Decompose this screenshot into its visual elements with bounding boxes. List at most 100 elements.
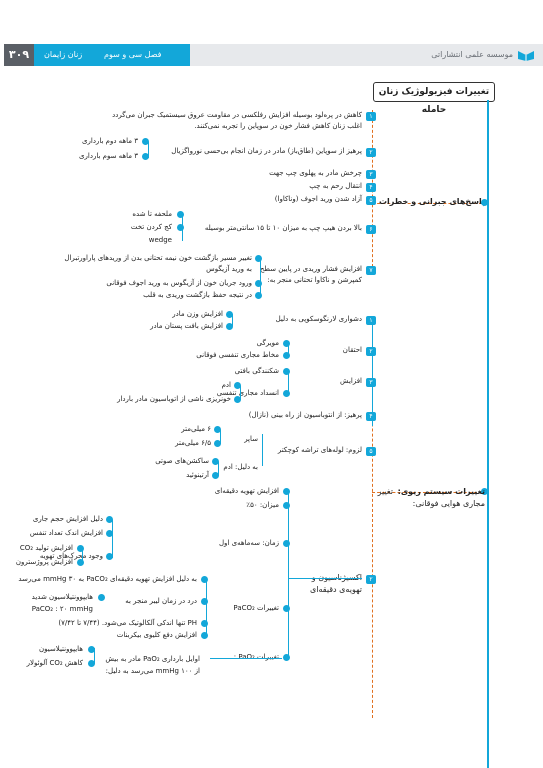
s3-item2-sub3: وجود محرک‌های تهویه — [39, 552, 103, 560]
s2-item5-sub5-dot — [212, 472, 219, 479]
section1-heading: پاسخ‌های جبرانی و خطرات — [378, 197, 485, 206]
section2-bullet — [481, 488, 488, 495]
s2-inner-connector — [372, 318, 374, 426]
s1-item4-sub2-dot — [177, 224, 184, 231]
s2-item3-badge: ۳ — [366, 378, 376, 387]
s2-item1-sub1: افزایش وزن مادر — [172, 310, 223, 318]
s3-item1-sub-dot — [283, 502, 290, 509]
s3-item1-dot — [283, 488, 290, 495]
s3-item3-sub3: PaCO₂ : ۲۰ mmHg — [31, 605, 93, 613]
s1-item4-sub1: ملحفه تا شده — [132, 210, 172, 218]
s3-item2-sub1: دلیل افزایش حجم جاری — [32, 515, 103, 523]
s1-item2-sub2-dot — [142, 153, 149, 160]
s1-item4-sub2: کج کردن تخت — [130, 223, 172, 231]
s3-badge: ۲ — [366, 575, 376, 584]
page-title: تغییرات فیزیولوژیک زنان حامله — [373, 82, 495, 115]
s1-item5-sub2-dot — [255, 280, 262, 287]
s3-item3-sub4: درد در زمان لیبر منجر به — [125, 597, 197, 605]
s3-item1-sub: میزان: ۵۰٪ — [246, 501, 279, 509]
s2-item5-sub2: ۶/۵ میلی‌متر — [175, 439, 211, 447]
s2-item5-sub1: ۶ میلی‌متر — [181, 425, 211, 433]
s2-item1-badge: ۱ — [366, 316, 376, 325]
s2-item3-sub1: شکنندگی بافتی — [234, 367, 279, 375]
s2-item5-sub-bracket1 — [220, 430, 222, 444]
section-label: فصل سی و سوم — [104, 50, 162, 59]
s1-item3-badge: ۳ — [366, 170, 376, 179]
s3-item4-sub3: هایپوونتیلاسیون — [39, 645, 83, 653]
s1-item2-line1: پرهیز از سوپاین (طاق‌باز) مادر در زمان ا… — [171, 147, 362, 155]
s3-item4-sub3-dot — [88, 646, 95, 653]
s3-item2-sub5-dot — [77, 559, 84, 566]
s1-item1-line2: اغلب زنان کاهش فشار خون در سوپاین را تجر… — [194, 122, 362, 130]
s2-item3-label-dot — [283, 390, 290, 397]
s3-heading: اکسیژناسیون و — [312, 573, 362, 583]
s2-item5-sub4-dot — [212, 458, 219, 465]
s2-item2-text: احتقان — [342, 346, 362, 354]
s2-item1-sub1-dot — [226, 311, 233, 318]
s1-item5-line2: کمپرشن و ناکاوا تحتانی منجر به: — [267, 276, 362, 284]
s3-item2-sub1-dot — [106, 516, 113, 523]
s3-item3-text: تغییرات PaCO₂ — [233, 604, 279, 612]
s3-item3-bracket — [206, 580, 208, 638]
s2-item4-badge: ۴ — [366, 412, 376, 421]
s3-item2-sub4: افزایش تولید CO₂ — [19, 544, 73, 552]
s2-item3-text: افزایش — [340, 377, 362, 385]
section2-heading2: تغییر — [377, 487, 393, 496]
s3-item3-sub6: افزایش دفع کلیوی بیکربنات — [116, 631, 197, 639]
s2-item5-sub3: ساپر — [244, 435, 258, 443]
s2-item3-sub2: ادم — [221, 381, 231, 389]
s2-item2-sub1: مویرگی — [256, 339, 279, 347]
s3-item2-bracket — [112, 520, 114, 558]
s3-item4-dot — [283, 654, 290, 661]
s3-item4-sub-bracket — [94, 648, 96, 664]
s1-item5-line1: افزایش فشار وریدی در پایین سطح — [259, 265, 362, 273]
section2-sub: مجاری هوایی فوقانی: — [412, 499, 485, 508]
s3-item2-dot — [283, 540, 290, 547]
s1-item3-line1: چرخش مادر به پهلوی چپ جهت — [269, 169, 362, 177]
header-gray-band — [190, 44, 543, 66]
s3-item2-sub3-dot — [106, 553, 113, 560]
s3-branch — [288, 578, 362, 580]
chapter-label: زنان زایمان — [44, 50, 83, 59]
s1-item3-sub1: انتقال رحم به چپ — [309, 182, 362, 190]
s3-item4-sub2: از ۱۰۰ mmHg می‌رسد به دلیل: — [105, 667, 200, 675]
s2-item5-badge: ۵ — [366, 447, 376, 456]
s3-item3-sub6-dot — [201, 632, 208, 639]
s1-item3-sub2: آزاد شدن ورید اجوف (وناکاوا) — [274, 195, 362, 203]
s3-item4-text: تغییرات PaO₂ : — [233, 653, 279, 661]
page-header: ۳۰۹ زنان زایمان فصل سی و سوم موسسه علمی … — [0, 44, 543, 66]
s1-item5-sub3-dot — [255, 292, 262, 299]
s2-item1-sub2-dot — [226, 323, 233, 330]
s2-item2-sub2: مخاط مجاری تنفسی فوقانی — [196, 351, 279, 359]
s2-item3-sub-bracket — [240, 386, 242, 400]
s3-item2-sub-bracket — [82, 548, 84, 562]
s2-item2-sub2-dot — [283, 352, 290, 359]
publisher-name: موسسه علمی انتشاراتی — [431, 50, 513, 59]
s1-item3c-badge: ۵ — [366, 196, 376, 205]
s1-item5-badge: ۷ — [366, 266, 376, 275]
s2-item3-sub1-dot — [283, 368, 290, 375]
section1-bullet — [481, 199, 488, 206]
s1-item4-line1: بالا بردن هیپ چپ به میزان ۱۰ تا ۱۵ سانتی… — [204, 224, 362, 232]
section2-connector — [372, 318, 373, 718]
page-number: ۳۰۹ — [4, 44, 34, 66]
s1-item5-sub1-dot — [255, 255, 262, 262]
s3-item2-sub2-dot — [106, 530, 113, 537]
publisher-logo-icon — [518, 51, 534, 61]
s1-item2-bracket — [148, 142, 150, 158]
s2-item3-sub3-dot — [234, 396, 241, 403]
s2-item5-sub4: ساکشن‌های صوتی — [155, 457, 209, 465]
s3-item3-sub4-dot — [201, 598, 208, 605]
section2-heading: تغییرات سیستم ریوی: — [397, 487, 485, 496]
s3-item3-sub1: به دلیل افزایش تهویه دقیقه‌ای PaCO₂ به ۳… — [18, 575, 197, 583]
s1-item4-sub3: wedge — [148, 236, 172, 244]
s3-item3-dot — [283, 605, 290, 612]
s3-item2-sub4-dot — [77, 545, 84, 552]
s2-item5-sub5: آرتینوئید — [186, 471, 209, 479]
s3-item4-sub1: اوایل بارداری PaO₂ مادر به بیش — [105, 655, 200, 663]
section2-branch — [372, 492, 482, 493]
s2-item3-sub3: خونریزی ناشی از اتوباسیون مادر باردار — [117, 395, 231, 403]
s2-item1-sub2: افزایش بافت پستان مادر — [150, 322, 223, 330]
s3-item1-text: افزایش تهویه دقیقه‌ای — [214, 487, 279, 495]
s1-item1-badge: ۱ — [366, 112, 376, 121]
